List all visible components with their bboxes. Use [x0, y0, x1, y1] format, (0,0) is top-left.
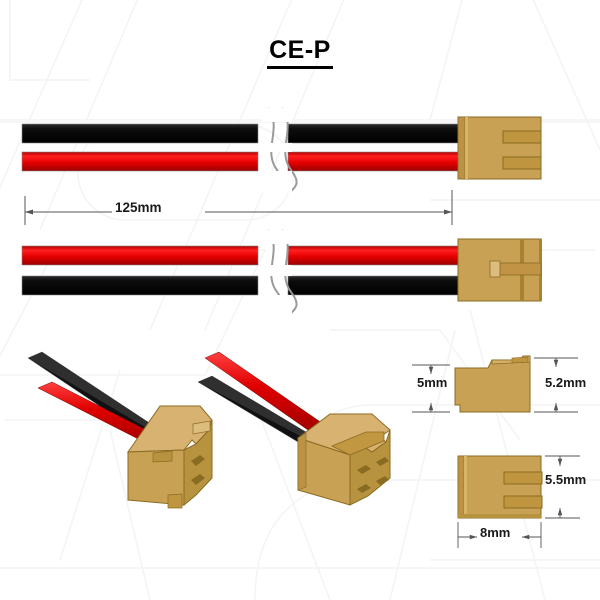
page-title: CE-P [0, 36, 600, 69]
wire-red-top-right [287, 151, 463, 172]
dimension-125mm [24, 190, 453, 225]
wire-red-bottom-left [21, 245, 259, 266]
connector-bottom-front-view [457, 238, 542, 302]
wire-black-top-right [287, 123, 463, 144]
latch-bar-horizontal [495, 262, 542, 276]
dimension-label-side-height-left: 5mm [417, 375, 448, 390]
iso-right-cavity-4 [376, 476, 389, 485]
dimension-8mm [457, 522, 542, 548]
dimension-label-front-height: 5.5mm [545, 472, 587, 487]
wire-black-top-left [21, 123, 259, 144]
top-cable-assembly [21, 107, 542, 193]
iso-left-cavity-2 [191, 474, 205, 485]
connector-top-front-view [457, 116, 542, 180]
iso-right-cavity-1 [357, 465, 371, 474]
dimension-label-cable-length: 125mm [115, 200, 162, 215]
contact-slot-1 [502, 130, 542, 144]
iso-right-cavity-2 [376, 457, 389, 466]
iso-right-right-face [349, 429, 391, 506]
dimension-5.2mm [534, 357, 578, 413]
wire-black-bottom-right [287, 275, 463, 296]
dimension-5.5mm [545, 455, 580, 519]
front-slot-2 [503, 495, 543, 509]
iso-right-cavity-3 [357, 484, 371, 493]
bottom-cable-assembly [21, 229, 542, 317]
page-title-text: CE-P [267, 36, 333, 69]
contact-slot-2 [502, 156, 542, 170]
dimension-label-side-height-right: 5.2mm [545, 375, 587, 390]
iso-view-right [197, 351, 391, 506]
front-face-view [457, 455, 543, 519]
iso-view-left [27, 351, 213, 509]
side-profile-view [454, 355, 531, 413]
wire-red-bottom-right [287, 245, 463, 266]
wire-red-top-left [21, 151, 259, 172]
front-slot-1 [503, 471, 543, 485]
dimension-label-front-width: 8mm [480, 525, 511, 540]
iso-right-latch [331, 431, 385, 456]
iso-left-cavity-1 [191, 455, 205, 466]
wire-black-bottom-left [21, 275, 259, 296]
latch-tab [489, 260, 501, 278]
dimension-5mm [412, 364, 450, 413]
